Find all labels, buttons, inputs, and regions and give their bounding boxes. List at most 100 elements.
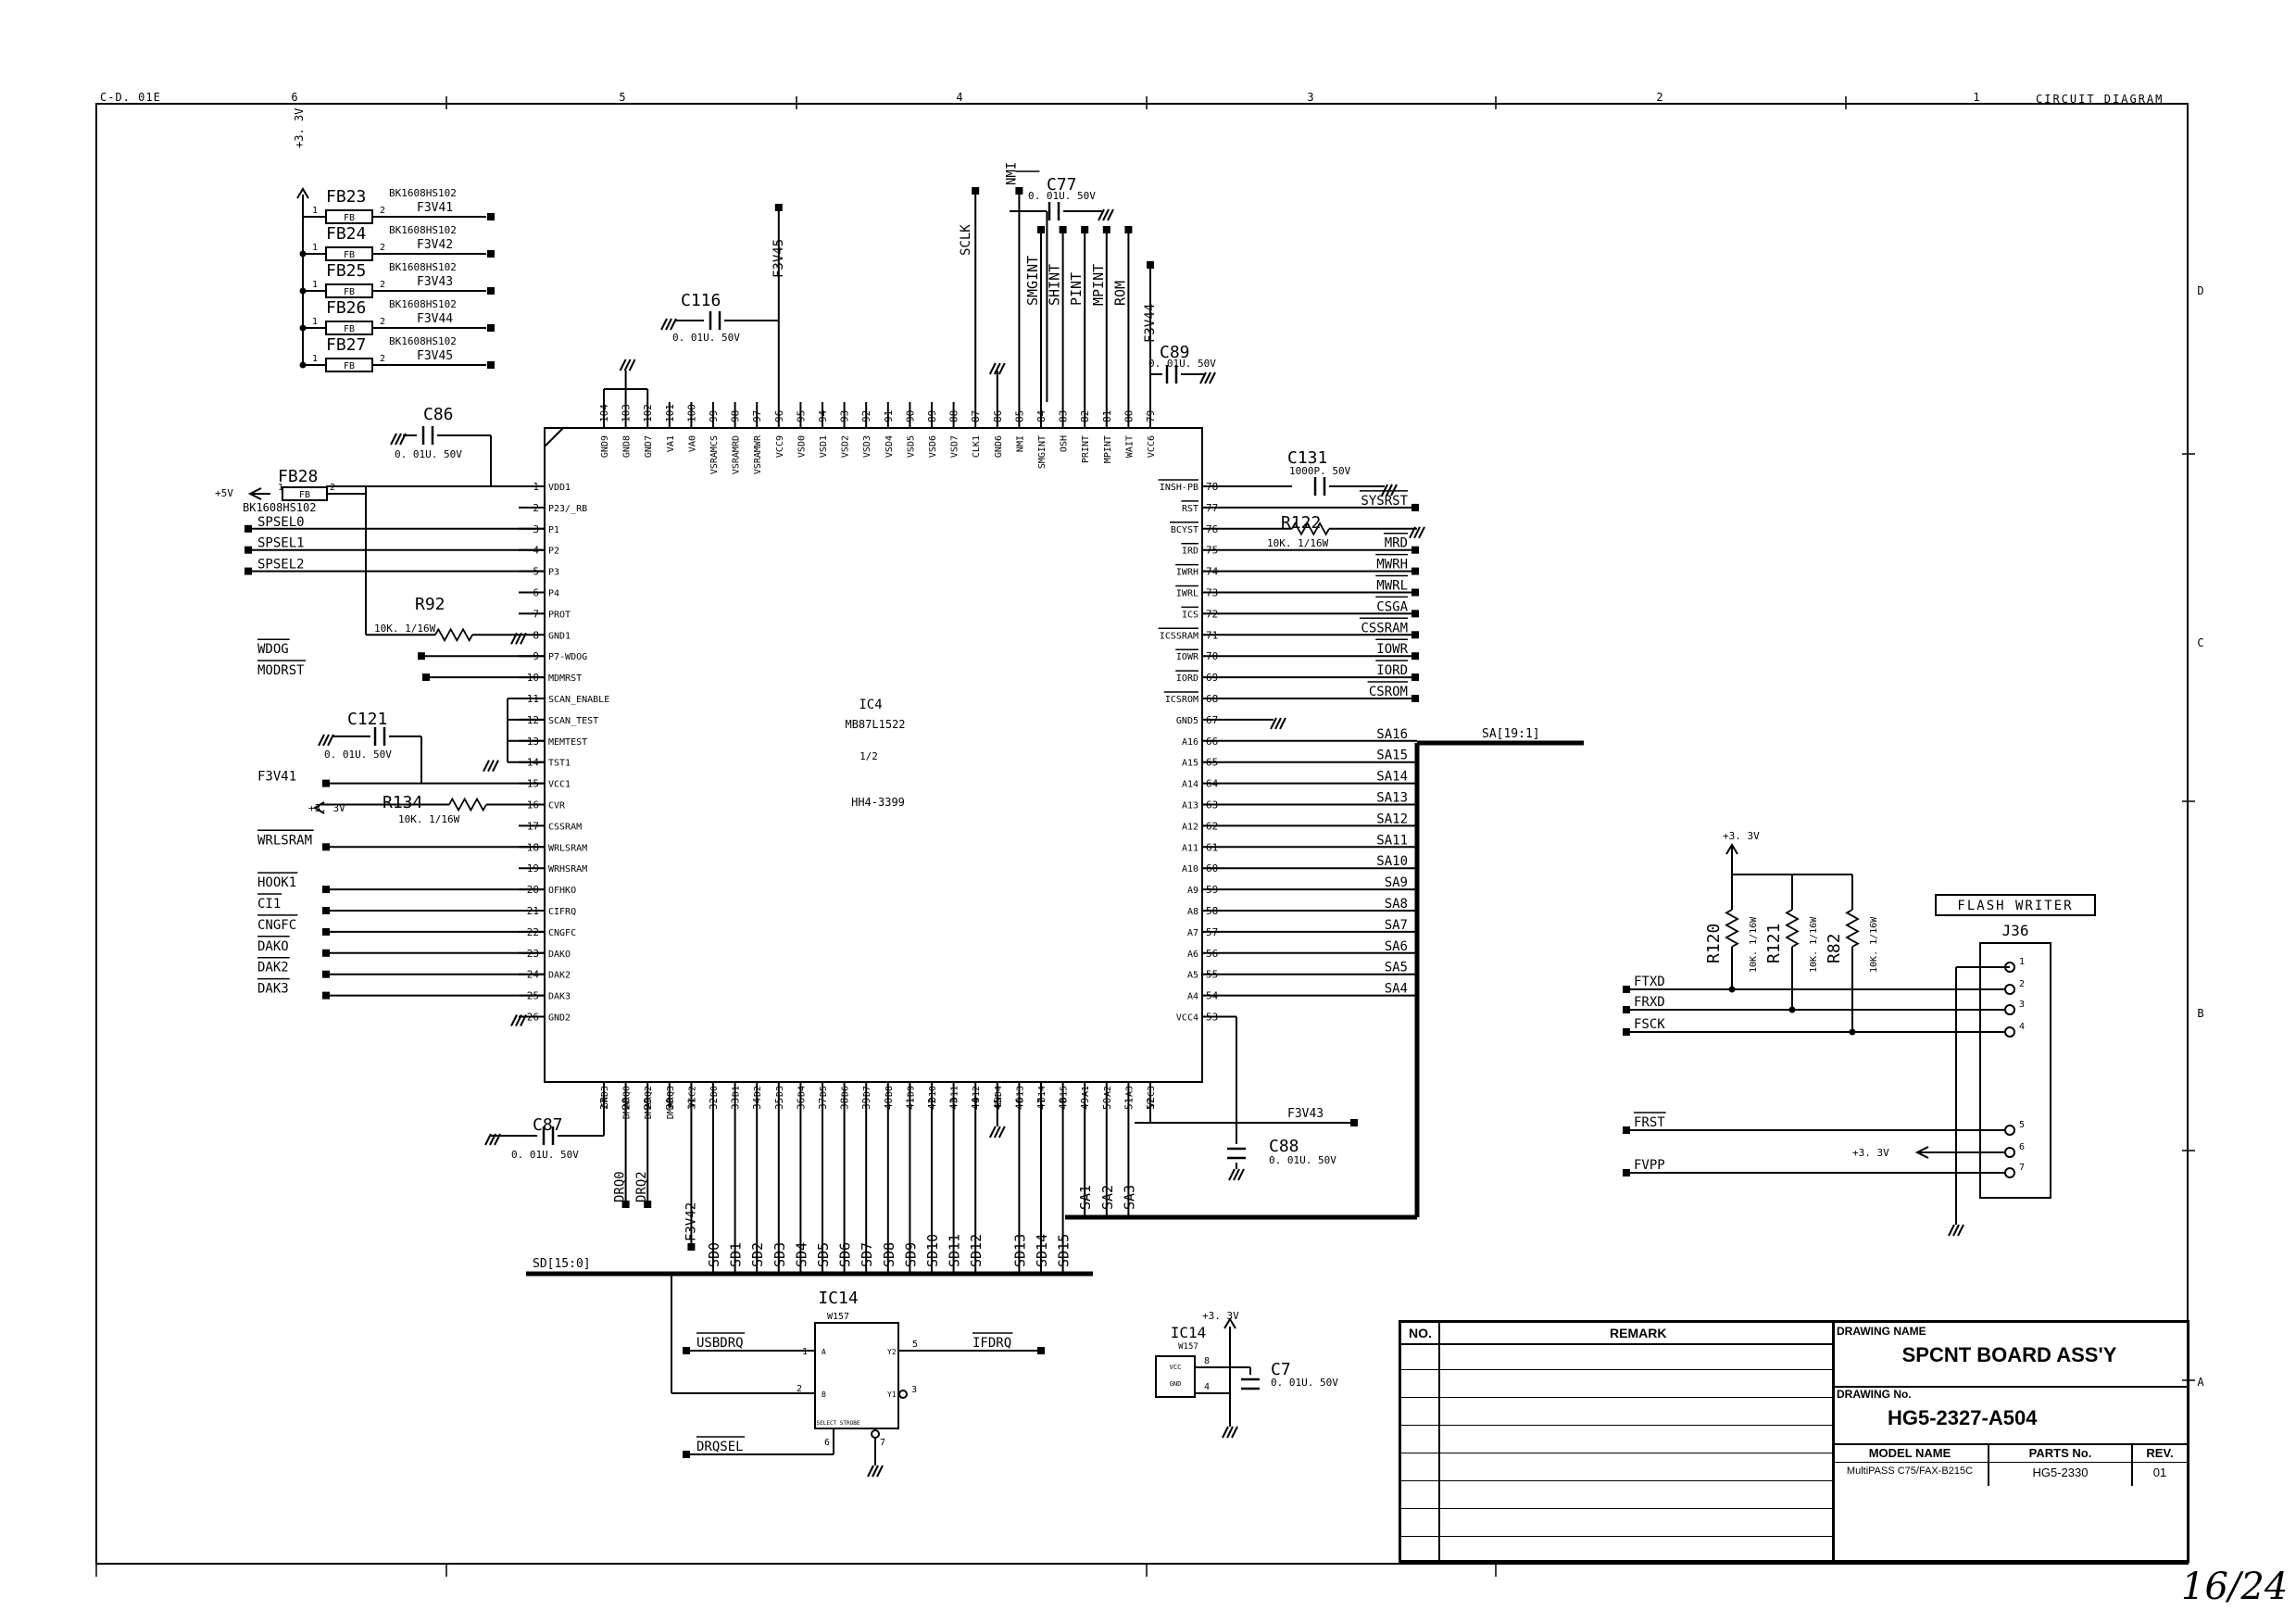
pin-number: 2 — [2019, 979, 2025, 989]
pin-name: WRLSRAM — [548, 843, 587, 853]
net-terminal — [1411, 610, 1419, 618]
rev-label: REV. — [2146, 1446, 2174, 1460]
pin-name: D12 — [972, 1086, 982, 1102]
capacitor-c131 — [1313, 477, 1326, 496]
parts-label: PARTS No. — [2028, 1446, 2092, 1460]
arrow-up-icon — [296, 187, 309, 199]
resistor-value: 10K. 1/16W — [1809, 916, 1819, 973]
resistor-r134 — [448, 797, 487, 812]
pin-name: IWRL — [1176, 589, 1198, 599]
page-number: 16/24 — [2181, 1566, 2289, 1608]
net-terminal — [418, 652, 425, 661]
arrow-left-icon — [313, 801, 325, 814]
pin-name: VA0 — [687, 435, 697, 452]
pin-number: 1 — [2019, 957, 2025, 967]
pin-name: A15 — [1182, 759, 1198, 769]
net-label: CSSRAM — [1361, 621, 1408, 635]
header-title: CIRCUIT DIAGRAM — [2036, 93, 2164, 106]
pin-name: A2 — [1103, 1086, 1113, 1097]
ground-symbol — [390, 433, 407, 446]
ic14-bottom-label: SELECT STROBE — [817, 1420, 860, 1427]
capacitor-c86 — [421, 426, 434, 445]
net-terminal — [1623, 986, 1630, 993]
resistor-r121 — [1785, 909, 1800, 948]
net-label: HOOK1 — [257, 875, 296, 890]
pin-number: 5 — [912, 1340, 918, 1350]
net-label: CI1 — [257, 897, 281, 912]
net-terminal — [1411, 567, 1419, 575]
pin-name: VCC1 — [548, 780, 571, 790]
net-terminal — [1411, 546, 1419, 554]
pin-name: IWRH — [1176, 568, 1198, 578]
pin-number: 2 — [380, 243, 385, 253]
pin-name: GND5 — [1176, 716, 1198, 726]
pin-name: VSD7 — [950, 435, 960, 458]
pin-name: P4 — [548, 589, 559, 599]
ground-symbol — [988, 1126, 1006, 1139]
pin-name: NMI — [1015, 435, 1025, 452]
inverted-output — [898, 1390, 908, 1399]
fb-ref: FB23 — [326, 187, 366, 207]
net-label: SD11 — [947, 1234, 963, 1267]
pin-name: A4 — [1187, 992, 1198, 1002]
pin-number: 2 — [797, 1384, 802, 1394]
pin-name: D11 — [950, 1086, 960, 1102]
resistor-ref: R82 — [1825, 933, 1844, 963]
ic14-ref: IC14 — [818, 1289, 858, 1308]
net-label: SYSRST — [1361, 494, 1408, 509]
pin-name: GND1 — [548, 631, 571, 641]
j36-ref: J36 — [2002, 922, 2029, 939]
capacitor-c7 — [1241, 1378, 1260, 1390]
pin-name: VSD2 — [841, 435, 851, 458]
zone-number: 6 — [291, 91, 297, 104]
net-label: PINT — [1068, 272, 1085, 306]
net-label: SA11 — [1376, 833, 1408, 848]
pin-name: ICSSRAM — [1160, 631, 1198, 641]
net-terminal — [487, 324, 495, 332]
net-label: SA16 — [1376, 727, 1408, 742]
pin-name: CSSRAM — [548, 822, 582, 832]
fb-label: FB — [344, 287, 355, 297]
fb-part: BK1608HS102 — [389, 335, 457, 347]
pin-name: D4 — [797, 1086, 807, 1097]
pin-name: B — [822, 1390, 826, 1399]
pin-name: ICS — [1182, 610, 1198, 620]
pin-name: DMARQ0 — [622, 1086, 633, 1119]
pin-name: CIFRQ — [548, 907, 576, 917]
net-label: SPSEL0 — [257, 515, 305, 530]
c87-value: 0. 01U. 50V — [511, 1149, 579, 1161]
resistor-r82 — [1845, 909, 1860, 948]
pin-number: 1 — [278, 483, 283, 493]
net-label: FRST — [1634, 1115, 1665, 1130]
connector-pin — [2004, 1004, 2015, 1015]
pin-name: VCC2 — [687, 1086, 697, 1108]
ground-symbol — [483, 760, 499, 773]
pin-number: 1 — [802, 1347, 808, 1357]
net-terminal — [621, 1201, 630, 1208]
c89-ref: C89 — [1160, 343, 1190, 362]
net-label: SPSEL2 — [257, 558, 305, 572]
net-label: SA10 — [1376, 854, 1408, 869]
pin-number: 7 — [880, 1438, 885, 1448]
pin-name: A — [822, 1348, 826, 1356]
ground-symbol — [660, 318, 677, 331]
net-terminal — [422, 673, 430, 682]
ic14-power-ref: IC14 — [1171, 1324, 1207, 1341]
c88-ref: C88 — [1269, 1137, 1299, 1156]
c7-ref: C7 — [1271, 1360, 1291, 1379]
pin-name: IRD — [1182, 547, 1198, 557]
pin-name: Y1 — [887, 1390, 897, 1399]
pin-number: 3 — [911, 1385, 917, 1395]
pin-name: PRINT — [1081, 435, 1091, 463]
net-terminal — [644, 1201, 652, 1208]
net-label: FSCK — [1634, 1017, 1665, 1032]
pin-name: D10 — [928, 1086, 938, 1102]
pin-name: A1 — [1081, 1086, 1091, 1097]
resistor-r122 — [1291, 521, 1330, 536]
ic14-power-part: W157 — [1178, 1342, 1198, 1352]
net-label: DRQ2 — [634, 1171, 649, 1202]
net-label: SD2 — [749, 1242, 766, 1267]
pin-name: A12 — [1182, 822, 1198, 832]
c121-value: 0. 01U. 50V — [324, 749, 392, 761]
net-label: SD6 — [837, 1242, 854, 1267]
